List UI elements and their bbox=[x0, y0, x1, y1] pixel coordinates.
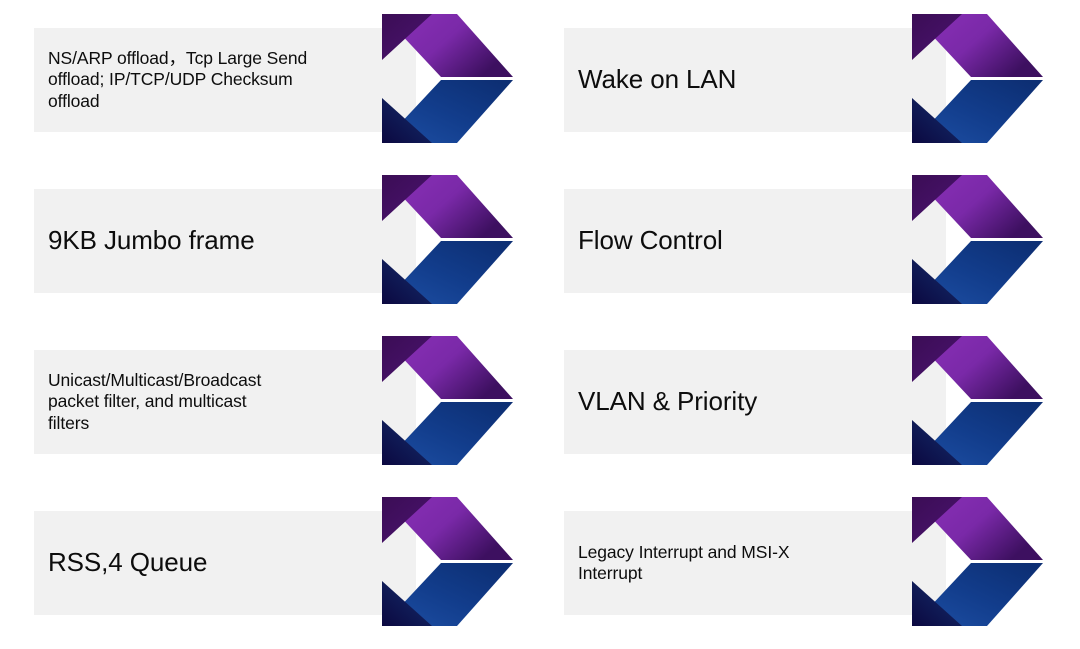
label-text-jumbo-frame: 9KB Jumbo frame bbox=[48, 225, 255, 256]
chevron-item-packet-filters[interactable]: Unicast/Multicast/Broadcast packet filte… bbox=[34, 324, 524, 484]
chevron-item-wake-on-lan[interactable]: Wake on LAN bbox=[564, 2, 1054, 162]
label-text-interrupts: Legacy Interrupt and MSI-X Interrupt bbox=[578, 541, 790, 583]
label-plate-jumbo-frame: 9KB Jumbo frame bbox=[34, 189, 416, 293]
chevron-item-flow-control[interactable]: Flow Control bbox=[564, 163, 1054, 323]
label-text-rss-queue: RSS,4 Queue bbox=[48, 547, 208, 578]
label-text-flow-control: Flow Control bbox=[578, 225, 723, 256]
label-plate-interrupts: Legacy Interrupt and MSI-X Interrupt bbox=[564, 511, 946, 615]
label-text-offload-features: NS/ARP offload，Tcp Large Send offload; I… bbox=[48, 47, 308, 111]
label-plate-flow-control: Flow Control bbox=[564, 189, 946, 293]
label-plate-offload-features: NS/ARP offload，Tcp Large Send offload; I… bbox=[34, 28, 416, 132]
label-plate-packet-filters: Unicast/Multicast/Broadcast packet filte… bbox=[34, 350, 416, 454]
label-text-vlan-priority: VLAN & Priority bbox=[578, 386, 758, 417]
chevron-item-rss-queue[interactable]: RSS,4 Queue bbox=[34, 485, 524, 645]
chevron-item-vlan-priority[interactable]: VLAN & Priority bbox=[564, 324, 1054, 484]
chevron-item-jumbo-frame[interactable]: 9KB Jumbo frame bbox=[34, 163, 524, 323]
label-plate-wake-on-lan: Wake on LAN bbox=[564, 28, 946, 132]
chevron-item-offload-features[interactable]: NS/ARP offload，Tcp Large Send offload; I… bbox=[34, 2, 524, 162]
chevron-item-interrupts[interactable]: Legacy Interrupt and MSI-X Interrupt bbox=[564, 485, 1054, 645]
label-text-packet-filters: Unicast/Multicast/Broadcast packet filte… bbox=[48, 369, 262, 433]
label-text-wake-on-lan: Wake on LAN bbox=[578, 64, 737, 95]
label-plate-vlan-priority: VLAN & Priority bbox=[564, 350, 946, 454]
label-plate-rss-queue: RSS,4 Queue bbox=[34, 511, 416, 615]
